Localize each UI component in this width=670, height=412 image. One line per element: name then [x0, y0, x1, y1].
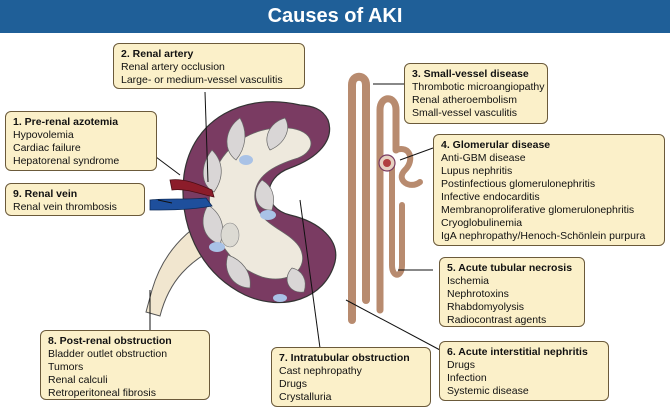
postrenal-item: Bladder outlet obstruction: [48, 348, 168, 360]
renal-vein-title: 9. Renal vein: [13, 188, 78, 200]
prerenal-item: Hepatorenal syndrome: [13, 155, 120, 167]
prerenal-item: Hypovolemia: [13, 129, 74, 141]
papilla: [239, 155, 253, 165]
renal-vein-item: Renal vein thrombosis: [13, 201, 117, 213]
glomerular-item: Cryoglobulinemia: [441, 217, 523, 229]
glomerular-item: Membranoproliferative glomerulonephritis: [441, 204, 635, 216]
small-vessel-box: 3. Small-vessel disease Thrombotic micro…: [404, 63, 548, 124]
glomerular-item: Postinfectious glomerulonephritis: [441, 178, 596, 190]
small-vessel-item: Thrombotic microangiopathy: [412, 81, 545, 93]
postrenal-item: Retroperitoneal fibrosis: [48, 387, 156, 399]
atn-box: 5. Acute tubular necrosis Ischemia Nephr…: [439, 257, 585, 327]
atn-item: Rhabdomyolysis: [447, 301, 525, 313]
atn-item: Nephrotoxins: [447, 288, 509, 300]
glomerular-item: Lupus nephritis: [441, 165, 513, 177]
renal-artery-item: Large- or medium-vessel vasculitis: [121, 74, 283, 86]
renal-vein-box: 9. Renal vein Renal vein thrombosis: [5, 183, 145, 216]
atn-title: 5. Acute tubular necrosis: [447, 262, 573, 274]
glomerular-item: Infective endocarditis: [441, 191, 540, 203]
renal-artery-box: 2. Renal artery Renal artery occlusion L…: [113, 43, 305, 89]
small-vessel-item: Small-vessel vasculitis: [412, 107, 518, 119]
intratubular-item: Cast nephropathy: [279, 365, 362, 377]
papilla: [260, 210, 276, 220]
glomerular-box: 4. Glomerular disease Anti-GBM disease L…: [433, 134, 665, 246]
glomerular-item: IgA nephropathy/Henoch-Schönlein purpura: [441, 230, 646, 242]
postrenal-title: 8. Post-renal obstruction: [48, 335, 172, 347]
pyramid: [286, 267, 306, 293]
pyramid: [226, 117, 246, 161]
glomerular-title: 4. Glomerular disease: [441, 139, 551, 151]
pyramid: [226, 254, 251, 289]
prerenal-box: 1. Pre-renal azotemia Hypovolemia Cardia…: [5, 111, 157, 171]
postrenal-box: 8. Post-renal obstruction Bladder outlet…: [40, 330, 210, 400]
glomerular-item: Anti-GBM disease: [441, 152, 526, 164]
ain-title: 6. Acute interstitial nephritis: [447, 346, 588, 358]
atn-item: Ischemia: [447, 275, 490, 287]
intratubular-item: Drugs: [279, 378, 308, 390]
small-vessel-item: Renal atheroembolism: [412, 94, 518, 106]
renal-vein: [149, 197, 213, 211]
postrenal-item: Renal calculi: [48, 374, 108, 386]
pyramid: [266, 117, 288, 151]
ain-item: Systemic disease: [447, 385, 529, 397]
intratubular-box: 7. Intratubular obstruction Cast nephrop…: [271, 347, 431, 407]
glomerulus-core: [383, 159, 391, 167]
ain-box: 6. Acute interstitial nephritis Drugs In…: [439, 341, 609, 401]
intratubular-item: Crystalluria: [279, 391, 332, 403]
prerenal-item: Cardiac failure: [13, 142, 81, 154]
ain-item: Infection: [447, 372, 487, 384]
pelvis-node: [220, 222, 240, 248]
renal-artery: [169, 179, 215, 198]
nephron: [348, 72, 423, 324]
atn-item: Radiocontrast agents: [447, 314, 547, 326]
prerenal-title: 1. Pre-renal azotemia: [13, 116, 119, 128]
page-title: Causes of AKI: [0, 0, 670, 33]
papilla: [273, 294, 287, 302]
intratubular-title: 7. Intratubular obstruction: [279, 352, 410, 364]
renal-artery-item: Renal artery occlusion: [121, 61, 225, 73]
pyramid: [255, 179, 274, 211]
postrenal-item: Tumors: [48, 361, 84, 373]
ain-item: Drugs: [447, 359, 476, 371]
renal-artery-title: 2. Renal artery: [121, 48, 194, 60]
small-vessel-title: 3. Small-vessel disease: [412, 68, 529, 80]
papilla: [209, 242, 225, 252]
